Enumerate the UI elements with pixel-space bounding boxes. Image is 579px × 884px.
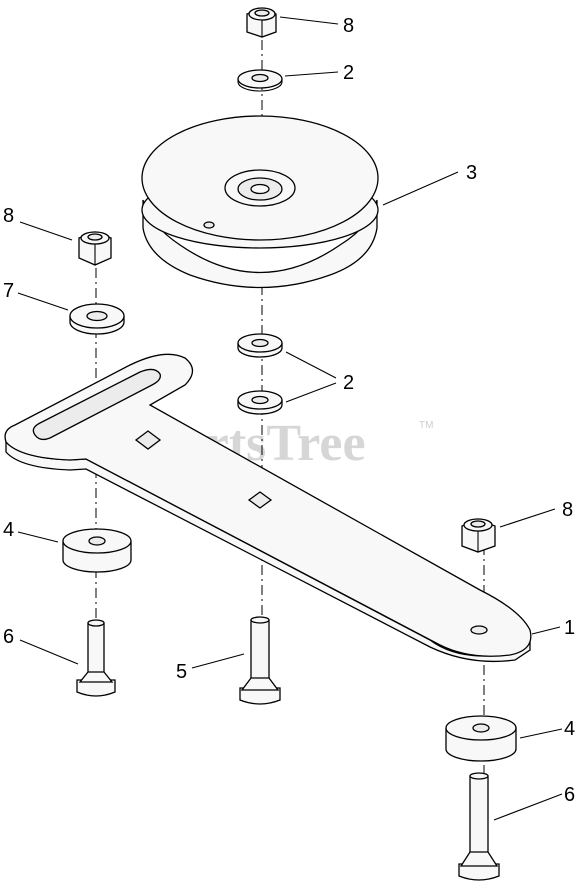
washer-left [69,303,125,335]
washer-middle-lower [237,390,283,415]
spacer-right [445,715,517,762]
callout-washer-left: 7 [3,280,14,302]
washer-middle-upper [237,333,283,358]
washer-top [237,69,283,92]
callout-bolt-right: 6 [564,784,575,806]
callout-bolt-left: 6 [3,626,14,648]
callout-nut-right: 8 [562,499,573,521]
nut-left [78,231,112,266]
callout-nut-left: 8 [3,205,14,227]
callout-nut-top: 8 [343,15,354,37]
bolt-middle [239,616,281,705]
nut-top [246,7,277,38]
spacer-left [62,528,132,573]
nut-right [461,518,496,553]
pulley [141,115,379,289]
callout-spacer-right: 4 [564,718,575,740]
bolt-right [458,772,500,881]
callout-pulley: 3 [466,162,477,184]
callout-spacer-left: 4 [3,519,14,541]
idler-arm [4,353,532,663]
leader-lines [17,16,563,821]
callout-bolt-middle: 5 [176,661,187,683]
bolt-left [76,619,116,697]
callout-arm: 1 [564,617,575,639]
callout-washer-top: 2 [343,62,354,84]
watermark-trademark: TM [419,420,433,431]
callout-washers-middle: 2 [343,372,354,394]
